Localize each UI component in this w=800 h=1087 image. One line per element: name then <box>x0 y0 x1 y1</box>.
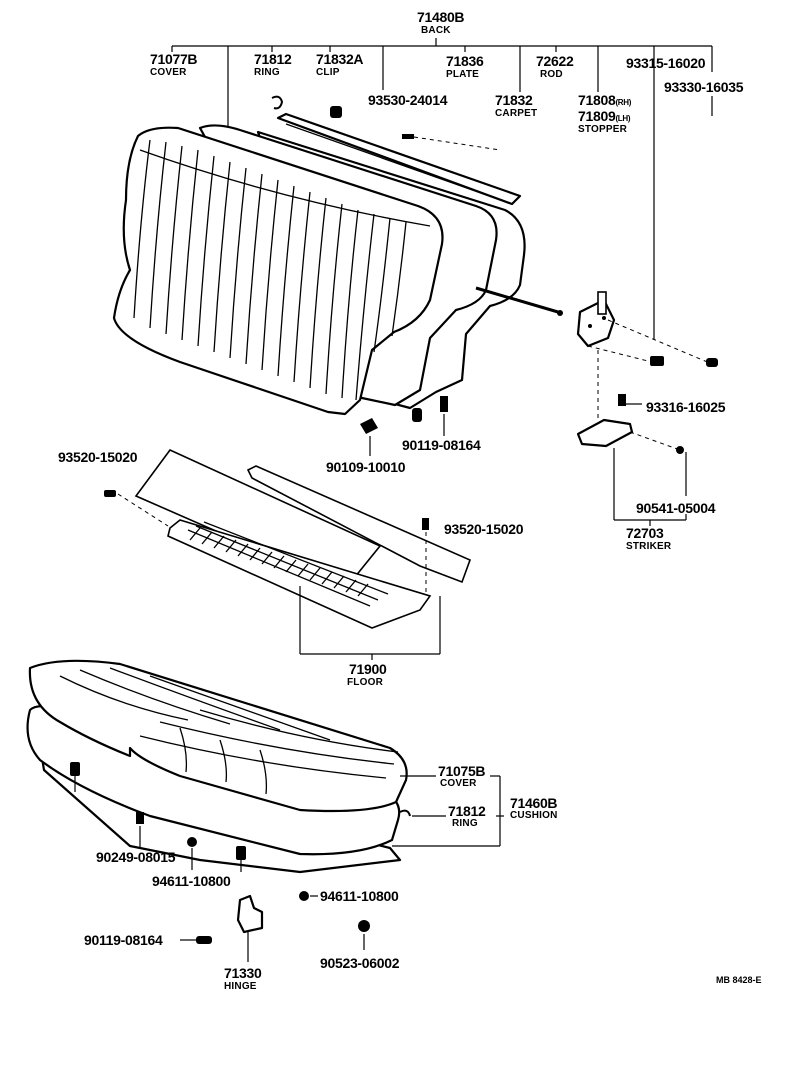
bolt-93315-label: 93315-16020 <box>626 55 706 71</box>
drawing-code: MB 8428-E <box>716 975 762 985</box>
back-ring-number: 71812 <box>254 51 292 67</box>
hinge-name: HINGE <box>224 981 257 992</box>
back-clip-number: 71832A <box>316 51 364 67</box>
bolt-93330-label: 93330-16035 <box>664 79 744 95</box>
floor-slats <box>187 521 389 607</box>
floor-screw-left-label: 93520-15020 <box>58 449 138 465</box>
back-ring-name: RING <box>254 67 280 78</box>
nut-90523-label: 90523-06002 <box>320 955 400 971</box>
rod-name: ROD <box>540 69 563 80</box>
stopper-rh-number: 71808(RH) <box>578 92 632 108</box>
back-name: BACK <box>421 25 451 36</box>
bush-90109-label: 90109-10010 <box>326 459 406 475</box>
stopper-lh-side: (LH) <box>615 114 631 123</box>
cushion-ring-number: 71812 <box>448 803 486 819</box>
back-group-bracket <box>171 38 713 128</box>
cushion-cover-name: COVER <box>440 778 477 789</box>
cushion-cover-number: 71075B <box>438 763 486 779</box>
floor-number: 71900 <box>349 661 387 677</box>
back-clip-name: CLIP <box>316 67 340 78</box>
bolt-93316-label: 93316-16025 <box>646 399 726 415</box>
striker-number: 72703 <box>626 525 664 541</box>
hinge-number: 71330 <box>224 965 262 981</box>
cushion-ring-name: RING <box>452 818 478 829</box>
striker-name: STRIKER <box>626 541 672 552</box>
carpet-number: 71832 <box>495 92 533 108</box>
seat-cushion-assembly <box>26 659 504 962</box>
floor-assembly <box>104 449 472 660</box>
stopper-rh-side: (RH) <box>615 98 632 107</box>
cushion-pleats <box>59 667 399 795</box>
stopper-name: STOPPER <box>578 124 628 135</box>
seat-back-assembly <box>112 95 563 416</box>
nut-94611-a-label: 94611-10800 <box>152 873 231 889</box>
bolt-90119-bottom-label: 90119-08164 <box>84 932 163 948</box>
bolt-90249-label: 90249-08015 <box>96 849 176 865</box>
rod-number: 72622 <box>536 53 574 69</box>
cover-pleats <box>133 139 431 401</box>
floor-name: FLOOR <box>347 677 383 688</box>
back-cover-name: COVER <box>150 67 187 78</box>
nut-94611-b-label: 94611-10800 <box>320 888 399 904</box>
stopper-and-striker <box>576 52 718 526</box>
back-cover-number: 71077B <box>150 51 198 67</box>
carpet-name: CARPET <box>495 108 538 119</box>
back-number: 71480B <box>417 9 465 25</box>
plate-number: 71836 <box>446 53 484 69</box>
back-lower-fasteners <box>360 396 448 456</box>
bolt-90119-top-label: 90119-08164 <box>402 437 481 453</box>
nut-90541-label: 90541-05004 <box>636 500 716 516</box>
cushion-name: CUSHION <box>510 810 558 821</box>
cushion-number: 71460B <box>510 795 558 811</box>
screw-93530-label: 93530-24014 <box>368 92 448 108</box>
plate-name: PLATE <box>446 69 480 80</box>
stopper-lh-number: 71809(LH) <box>578 108 631 124</box>
floor-screw-right-label: 93520-15020 <box>444 521 524 537</box>
